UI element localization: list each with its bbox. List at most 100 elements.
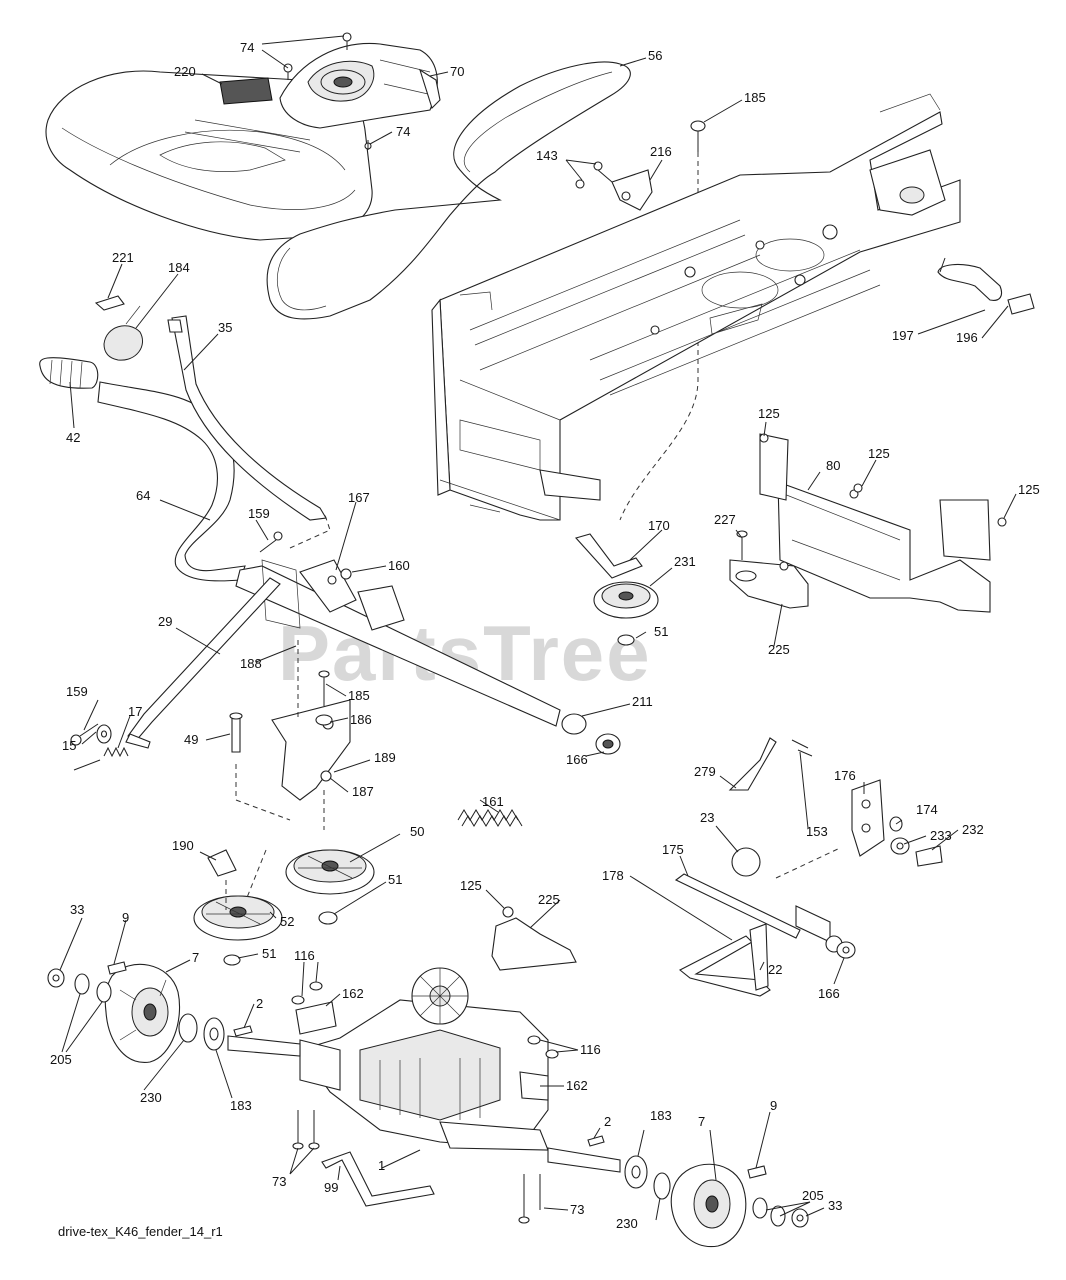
- callout-9-left: 9: [122, 910, 129, 925]
- pulley-231: [593, 581, 659, 619]
- belt-guide-216: [575, 161, 653, 211]
- callout-189: 189: [374, 750, 396, 765]
- callout-51-upper: 51: [654, 624, 668, 639]
- callout-159-a: 159: [248, 506, 270, 521]
- bushing-183-left: [203, 1017, 225, 1051]
- callout-153: 153: [806, 824, 828, 839]
- callout-230-left: 230: [140, 1090, 162, 1105]
- axle-left: [227, 1035, 301, 1057]
- cross-shaft: [235, 565, 621, 755]
- bushing-183-right: [624, 1155, 648, 1189]
- callout-50: 50: [410, 824, 424, 839]
- callout-196: 196: [956, 330, 978, 345]
- brake-bracket-167: [261, 559, 405, 631]
- callout-160: 160: [388, 558, 410, 573]
- callout-279: 279: [694, 764, 716, 779]
- bolt-185-mid: [318, 670, 330, 706]
- pulley-50: [285, 849, 375, 895]
- washers-205-right: [752, 1197, 786, 1227]
- nut-51-lower: [223, 954, 241, 966]
- callout-216: 216: [650, 144, 672, 159]
- callout-232: 232: [962, 822, 984, 837]
- bolt-232: [915, 845, 943, 867]
- bracket-176: [851, 779, 885, 857]
- chassis-frame: [431, 93, 961, 521]
- callout-170: 170: [648, 518, 670, 533]
- axle-right: [547, 1147, 621, 1173]
- bolt-9-right: [747, 1165, 767, 1179]
- callout-125-d: 125: [460, 878, 482, 893]
- callout-33-right: 33: [828, 1198, 842, 1213]
- ball-23: [731, 847, 761, 877]
- spacer-186: [315, 714, 333, 726]
- hub-7-right: [670, 1163, 747, 1248]
- callout-183-right: 183: [650, 1108, 672, 1123]
- callout-9-right: 9: [770, 1098, 777, 1113]
- leader-lines: [59, 35, 1017, 1221]
- callout-185-mid: 185: [348, 688, 370, 703]
- callout-42: 42: [66, 430, 80, 445]
- callout-187: 187: [352, 784, 374, 799]
- bracket-162-left: [295, 1001, 337, 1035]
- bolts-116: [291, 981, 559, 1059]
- bolts-125-right: [759, 433, 1007, 527]
- callout-74-a: 74: [240, 40, 254, 55]
- callout-233: 233: [930, 828, 952, 843]
- pin-159-lower: [70, 723, 99, 746]
- spring-161: [457, 809, 523, 827]
- callout-227: 227: [714, 512, 736, 527]
- dashed-guide-b: [235, 640, 325, 830]
- callout-178: 178: [602, 868, 624, 883]
- callout-185-top: 185: [744, 90, 766, 105]
- rod-197: [937, 257, 1003, 301]
- callout-73-left: 73: [272, 1174, 286, 1189]
- callout-35: 35: [218, 320, 232, 335]
- washer-233: [890, 837, 910, 855]
- callout-64: 64: [136, 488, 150, 503]
- callout-125-b: 125: [868, 446, 890, 461]
- callout-51-lower: 51: [262, 946, 276, 961]
- nut-51-mid: [318, 911, 338, 925]
- callout-116-left: 116: [294, 948, 315, 963]
- callout-125-a: 125: [758, 406, 780, 421]
- callout-51-mid: 51: [388, 872, 402, 887]
- callout-166-mid: 166: [566, 752, 588, 767]
- washers-205-left: [74, 973, 112, 1003]
- bolt-185-top: [619, 120, 706, 521]
- rod-35: [167, 315, 327, 521]
- dashed-guide-c: [775, 847, 841, 879]
- key-190: [207, 849, 267, 910]
- callout-15: 15: [62, 738, 76, 753]
- callout-166-right: 166: [818, 986, 840, 1001]
- callout-2-right: 2: [604, 1114, 611, 1129]
- callout-49: 49: [184, 732, 198, 747]
- diagram-caption: drive-tex_K46_fender_14_r1: [58, 1224, 223, 1239]
- callout-220: 220: [174, 64, 196, 79]
- bolt-9-left: [107, 961, 127, 975]
- callout-188: 188: [240, 656, 262, 671]
- shaft-175: [674, 873, 843, 953]
- bolt-196: [1007, 293, 1035, 315]
- nut-33-left: [47, 968, 65, 988]
- bolt-49: [229, 712, 243, 753]
- spacer-230-left: [178, 1013, 198, 1043]
- clip-221: [94, 295, 125, 311]
- transaxle-1: [299, 967, 549, 1151]
- spacer-230-right: [653, 1172, 671, 1200]
- rod-99: [321, 1151, 435, 1207]
- callout-184: 184: [168, 260, 190, 275]
- callout-7-right: 7: [698, 1114, 705, 1129]
- fan-170: [575, 533, 643, 579]
- nut-33-right: [791, 1208, 809, 1228]
- callout-labels: 74 56 220 70 74 185 143 216 221 184 35 1…: [50, 40, 1040, 1231]
- washer-15: [96, 724, 112, 744]
- dashed-guide-a: [289, 511, 331, 549]
- callout-56: 56: [648, 48, 662, 63]
- callout-183-left: 183: [230, 1098, 252, 1113]
- callout-221: 221: [112, 250, 134, 265]
- lever-22: [678, 923, 771, 997]
- callout-225-lower: 225: [538, 892, 560, 907]
- hub-7-left: [104, 963, 181, 1063]
